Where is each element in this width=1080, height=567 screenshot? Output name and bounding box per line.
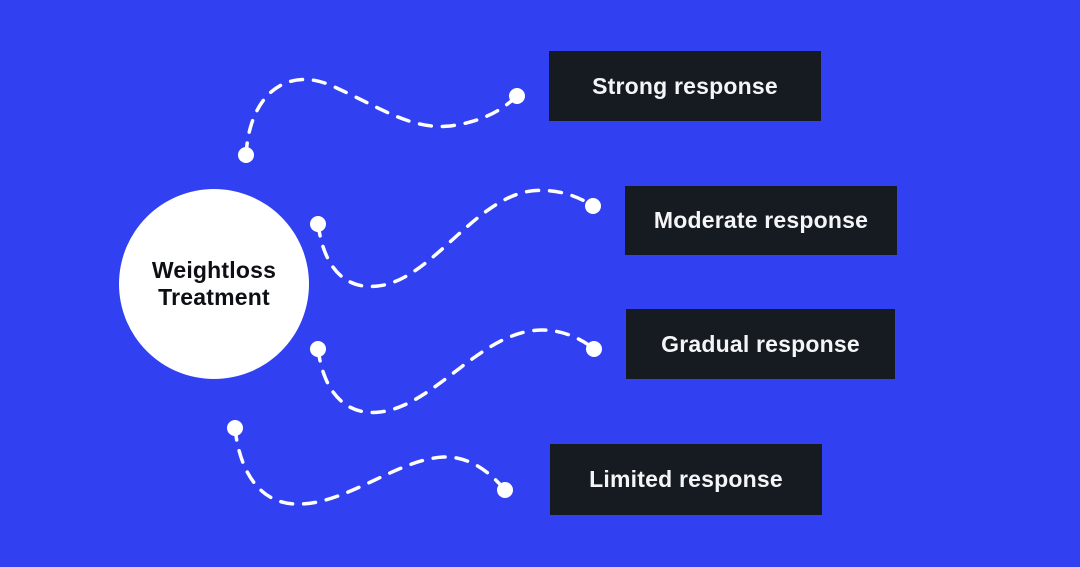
response-label-moderate: Moderate response <box>653 207 869 233</box>
hub-label-line1: Weightloss <box>151 256 277 283</box>
hub-label-line2: Treatment <box>158 284 270 310</box>
connector-limited-start-dot <box>227 420 243 436</box>
hub-circle: Weightloss Treatment <box>119 189 309 379</box>
connector-moderate-end-dot <box>585 198 601 214</box>
response-box-moderate: Moderate response <box>625 186 897 255</box>
connector-strong-end-dot <box>509 88 525 104</box>
connector-gradual-end-dot <box>586 341 602 357</box>
connector-gradual-line <box>316 328 596 415</box>
response-label-gradual: Gradual response <box>661 330 860 357</box>
response-box-limited: Limited response <box>550 444 822 515</box>
connector-limited-end-dot <box>497 482 513 498</box>
connector-gradual-start-dot <box>310 341 326 357</box>
connector-moderate-start-dot <box>310 216 326 232</box>
hub-label: Weightloss Treatment <box>152 257 276 311</box>
connector-strong-start-dot <box>238 147 254 163</box>
connector-strong-line <box>244 77 519 157</box>
connector-moderate-line <box>316 188 595 289</box>
response-box-gradual: Gradual response <box>626 309 895 379</box>
response-box-strong: Strong response <box>549 51 821 121</box>
connector-limited-line <box>233 426 507 506</box>
response-label-strong: Strong response <box>592 72 778 99</box>
response-label-limited: Limited response <box>589 466 783 492</box>
